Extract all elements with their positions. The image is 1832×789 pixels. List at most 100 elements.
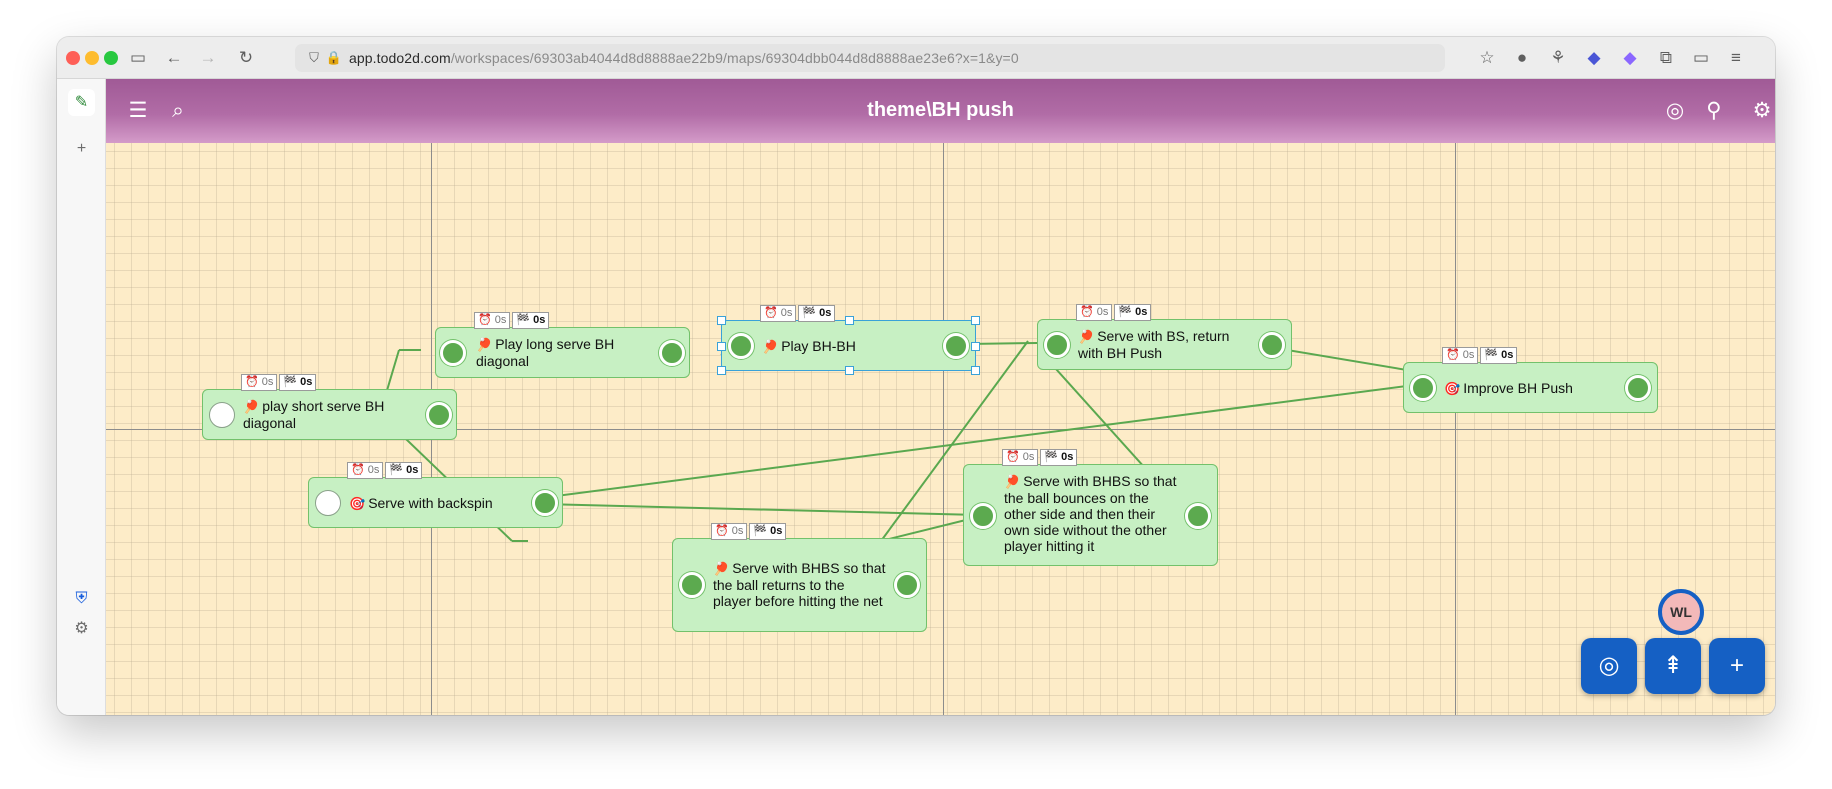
input-port[interactable] bbox=[728, 333, 754, 359]
output-port[interactable] bbox=[532, 490, 558, 516]
input-port[interactable] bbox=[1410, 375, 1436, 401]
timer-badge: ⏰ 0s bbox=[711, 523, 748, 540]
resize-handle[interactable] bbox=[971, 342, 980, 351]
profile-avatar-icon[interactable]: ● bbox=[1516, 48, 1528, 67]
node-label: 🎯Serve with backspin bbox=[349, 495, 493, 511]
input-port-empty[interactable] bbox=[315, 490, 341, 516]
bookmark-star-icon[interactable]: ☆ bbox=[1479, 48, 1495, 67]
finish-flag-badge: 🏁 0s bbox=[798, 305, 836, 322]
browser-menu-icon[interactable]: ≡ bbox=[1731, 48, 1741, 67]
finish-flag-badge: 🏁 0s bbox=[1040, 449, 1078, 466]
todo2d-app: ☰ ⌕ theme\BH push ◎ ⚲ ⚙ bbox=[106, 79, 1775, 715]
resize-handle[interactable] bbox=[845, 366, 854, 375]
edge bbox=[501, 502, 980, 516]
task-node[interactable]: ⏰ 0s 🏁 0s 🏓Serve with BS, return with BH… bbox=[1037, 304, 1292, 370]
output-port[interactable] bbox=[943, 333, 969, 359]
resize-handle[interactable] bbox=[971, 316, 980, 325]
timer-badge: ⏰ 0s bbox=[1442, 347, 1479, 364]
ping-pong-icon: 🏓 bbox=[476, 337, 493, 352]
filter-settings-icon[interactable]: ⚲ bbox=[1706, 99, 1722, 122]
resize-handle[interactable] bbox=[717, 366, 726, 375]
resize-handle[interactable] bbox=[845, 316, 854, 325]
output-port[interactable] bbox=[1185, 503, 1211, 529]
target-fab-button[interactable]: ◎ bbox=[1581, 638, 1637, 694]
shield-icon: ⛉ bbox=[309, 50, 319, 65]
back-icon[interactable]: ← bbox=[165, 48, 183, 67]
address-bar[interactable]: ⛉ 🔒 app.todo2d.com/workspaces/69303ab404… bbox=[295, 44, 1445, 72]
input-port[interactable] bbox=[440, 340, 466, 366]
sidebar-toggle-icon[interactable]: ▭ bbox=[129, 48, 147, 67]
url-text: app.todo2d.com/workspaces/69303ab4044d8d… bbox=[349, 50, 1019, 66]
browser-window: ▭ ← → ↻ ⛉ 🔒 app.todo2d.com/workspaces/69… bbox=[57, 37, 1775, 715]
node-label: 🏓Serve with BHBS so that the ball bounce… bbox=[1004, 473, 1177, 554]
node-label: 🏓Serve with BHBS so that the ball return… bbox=[713, 560, 886, 609]
bitwarden-icon[interactable]: ⛨ bbox=[75, 590, 88, 607]
task-node[interactable]: ⏰ 0s 🏁 0s 🏓play short serve BH diagonal bbox=[202, 374, 457, 440]
input-port[interactable] bbox=[970, 503, 996, 529]
forward-icon[interactable]: → bbox=[199, 48, 217, 67]
timer-badge: ⏰ 0s bbox=[1076, 304, 1113, 321]
output-port[interactable] bbox=[659, 340, 685, 366]
output-port[interactable] bbox=[426, 402, 452, 428]
resize-handle[interactable] bbox=[717, 316, 726, 325]
minimize-window-button[interactable] bbox=[85, 51, 99, 65]
search-icon[interactable]: ⌕ bbox=[172, 99, 184, 122]
resize-handle[interactable] bbox=[717, 342, 726, 351]
timer-badge: ⏰ 0s bbox=[1002, 449, 1039, 466]
ping-pong-icon: 🏓 bbox=[1078, 329, 1095, 344]
maximize-window-button[interactable] bbox=[104, 51, 118, 65]
timer-badge: ⏰ 0s bbox=[474, 312, 511, 329]
reader-view-icon[interactable]: ▭ bbox=[1692, 48, 1710, 67]
node-label: 🎯Improve BH Push bbox=[1444, 380, 1573, 396]
output-port[interactable] bbox=[894, 572, 920, 598]
finish-flag-badge: 🏁 0s bbox=[512, 312, 550, 329]
todo2d-tab-icon[interactable]: ✎ bbox=[68, 89, 95, 116]
input-port-empty[interactable] bbox=[209, 402, 235, 428]
goal-node[interactable]: ⏰ 0s 🏁 0s 🎯Serve with backspin bbox=[308, 462, 563, 528]
task-node[interactable]: ⏰ 0s 🏁 0s 🏓Serve with BHBS so that the b… bbox=[672, 523, 927, 632]
output-port[interactable] bbox=[1259, 332, 1285, 358]
timer-badge: ⏰ 0s bbox=[347, 462, 384, 479]
finish-flag-badge: 🏁 0s bbox=[385, 462, 423, 479]
edge bbox=[880, 340, 1029, 542]
lock-icon: 🔒 bbox=[325, 50, 343, 65]
trees-fab-button[interactable]: ⇞ bbox=[1645, 638, 1701, 694]
task-node[interactable]: ⏰ 0s 🏁 0s 🏓Serve with BHBS so that the b… bbox=[963, 449, 1218, 566]
app-header: ☰ ⌕ theme\BH push ◎ ⚲ ⚙ bbox=[106, 79, 1775, 143]
close-window-button[interactable] bbox=[66, 51, 80, 65]
reload-icon[interactable]: ↻ bbox=[238, 48, 254, 67]
target-goal-icon: 🎯 bbox=[349, 496, 366, 511]
ping-pong-icon: 🏓 bbox=[762, 339, 779, 354]
task-node-selected[interactable]: ⏰ 0s 🏁 0s 🏓Play BH-BH bbox=[717, 305, 980, 375]
finish-flag-badge: 🏁 0s bbox=[279, 374, 317, 391]
node-label: 🏓play short serve BH diagonal bbox=[243, 398, 385, 431]
sidebar-settings-icon[interactable]: ⚙ bbox=[74, 620, 89, 637]
output-port[interactable] bbox=[1625, 375, 1651, 401]
add-node-fab-button[interactable]: + bbox=[1709, 638, 1765, 694]
user-avatar[interactable]: WL bbox=[1658, 589, 1704, 635]
ping-pong-icon: 🏓 bbox=[1004, 474, 1021, 489]
edge bbox=[501, 378, 1462, 504]
ping-pong-icon: 🏓 bbox=[713, 561, 730, 576]
input-port[interactable] bbox=[1044, 332, 1070, 358]
grid-axis-line bbox=[106, 429, 1775, 430]
resize-handle[interactable] bbox=[971, 366, 980, 375]
extensions-icon[interactable]: ⚘ bbox=[1550, 48, 1566, 67]
settings-gear-icon[interactable]: ⚙ bbox=[1752, 99, 1772, 122]
page-title: theme\BH push bbox=[867, 99, 1014, 121]
input-port[interactable] bbox=[679, 572, 705, 598]
browser-titlebar: ▭ ← → ↻ ⛉ 🔒 app.todo2d.com/workspaces/69… bbox=[57, 37, 1775, 79]
finish-flag-badge: 🏁 0s bbox=[749, 523, 787, 540]
menu-icon[interactable]: ☰ bbox=[128, 99, 148, 122]
node-label: 🏓Play long serve BH diagonal bbox=[476, 336, 615, 369]
map-canvas[interactable]: ⏰ 0s 🏁 0s 🏓Play long serve BH diagonal ⏰… bbox=[106, 143, 1775, 715]
share-icon[interactable]: ⧉ bbox=[1659, 48, 1673, 67]
node-label: 🏓Play BH-BH bbox=[762, 338, 856, 354]
extension-icon[interactable]: ◆ bbox=[1623, 48, 1637, 67]
extension-badge-icon[interactable]: ◆ bbox=[1587, 48, 1601, 67]
browser-sidebar: ✎ + ⛨ ⚙ bbox=[57, 79, 106, 715]
target-icon[interactable]: ◎ bbox=[1665, 99, 1685, 122]
goal-node[interactable]: ⏰ 0s 🏁 0s 🎯Improve BH Push bbox=[1403, 347, 1658, 413]
task-node[interactable]: ⏰ 0s 🏁 0s 🏓Play long serve BH diagonal bbox=[435, 312, 690, 378]
new-tab-plus-icon[interactable]: + bbox=[76, 140, 87, 157]
